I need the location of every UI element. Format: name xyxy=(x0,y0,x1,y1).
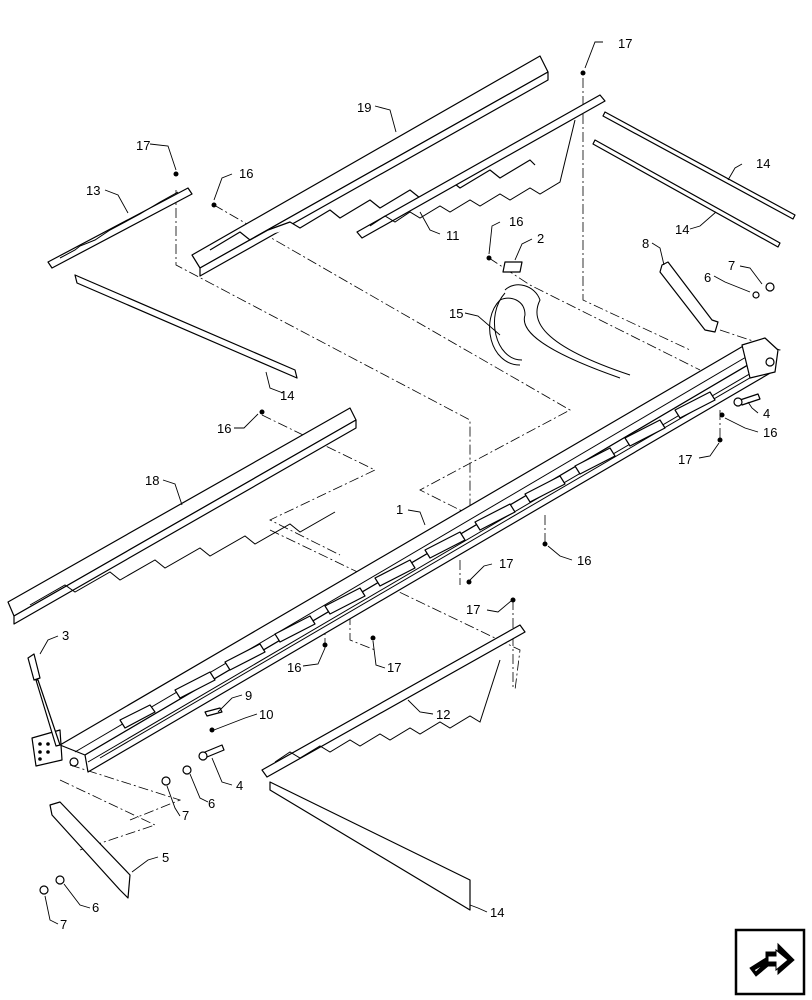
main-frame xyxy=(31,337,779,773)
callout-7: 7 xyxy=(60,917,67,932)
callout-14: 14 xyxy=(756,156,770,171)
callout-19: 19 xyxy=(357,100,371,115)
callout-16: 16 xyxy=(287,660,301,675)
callout-18: 18 xyxy=(145,473,159,488)
lower-guard-18 xyxy=(7,407,357,625)
callout-14: 14 xyxy=(675,222,689,237)
callout-16: 16 xyxy=(217,421,231,436)
callout-17: 17 xyxy=(387,660,401,675)
callout-13: 13 xyxy=(86,183,100,198)
callout-10: 10 xyxy=(259,707,273,722)
bracket-12 xyxy=(261,624,526,778)
callout-16: 16 xyxy=(239,166,253,181)
callout-17: 17 xyxy=(466,602,480,617)
upper-guard-19 xyxy=(191,55,549,277)
callout-labels: 17 19 17 13 16 14 14 11 16 2 8 7 6 15 14… xyxy=(60,36,777,932)
bracket-11 xyxy=(356,94,606,239)
callout-7: 7 xyxy=(728,258,735,273)
spring-15 xyxy=(489,261,631,379)
callout-16: 16 xyxy=(577,553,591,568)
side-brackets xyxy=(49,261,719,899)
marker-dots xyxy=(173,70,725,733)
lever xyxy=(27,653,61,747)
callout-11: 11 xyxy=(446,228,460,243)
callout-1: 1 xyxy=(396,502,403,517)
bracket-13 xyxy=(47,187,193,269)
callout-7: 7 xyxy=(182,808,189,823)
callout-4: 4 xyxy=(763,406,770,421)
callout-6: 6 xyxy=(92,900,99,915)
rods-14 xyxy=(74,111,796,911)
callout-17: 17 xyxy=(136,138,150,153)
callout-5: 5 xyxy=(162,850,169,865)
hardware xyxy=(39,282,775,895)
callout-16: 16 xyxy=(763,425,777,440)
callout-4: 4 xyxy=(236,778,243,793)
callout-2: 2 xyxy=(537,231,544,246)
callout-17: 17 xyxy=(678,452,692,467)
next-page-arrow-icon[interactable] xyxy=(734,928,806,996)
callout-16: 16 xyxy=(509,214,523,229)
callout-17: 17 xyxy=(499,556,513,571)
callout-9: 9 xyxy=(245,688,252,703)
callout-14: 14 xyxy=(490,905,504,920)
callout-15: 15 xyxy=(449,306,463,321)
callout-8: 8 xyxy=(642,236,649,251)
callout-14: 14 xyxy=(280,388,294,403)
callout-3: 3 xyxy=(62,628,69,643)
callout-17: 17 xyxy=(618,36,632,51)
callout-6: 6 xyxy=(208,796,215,811)
leader-lines xyxy=(39,41,763,925)
callout-12: 12 xyxy=(436,707,450,722)
callout-6: 6 xyxy=(704,270,711,285)
